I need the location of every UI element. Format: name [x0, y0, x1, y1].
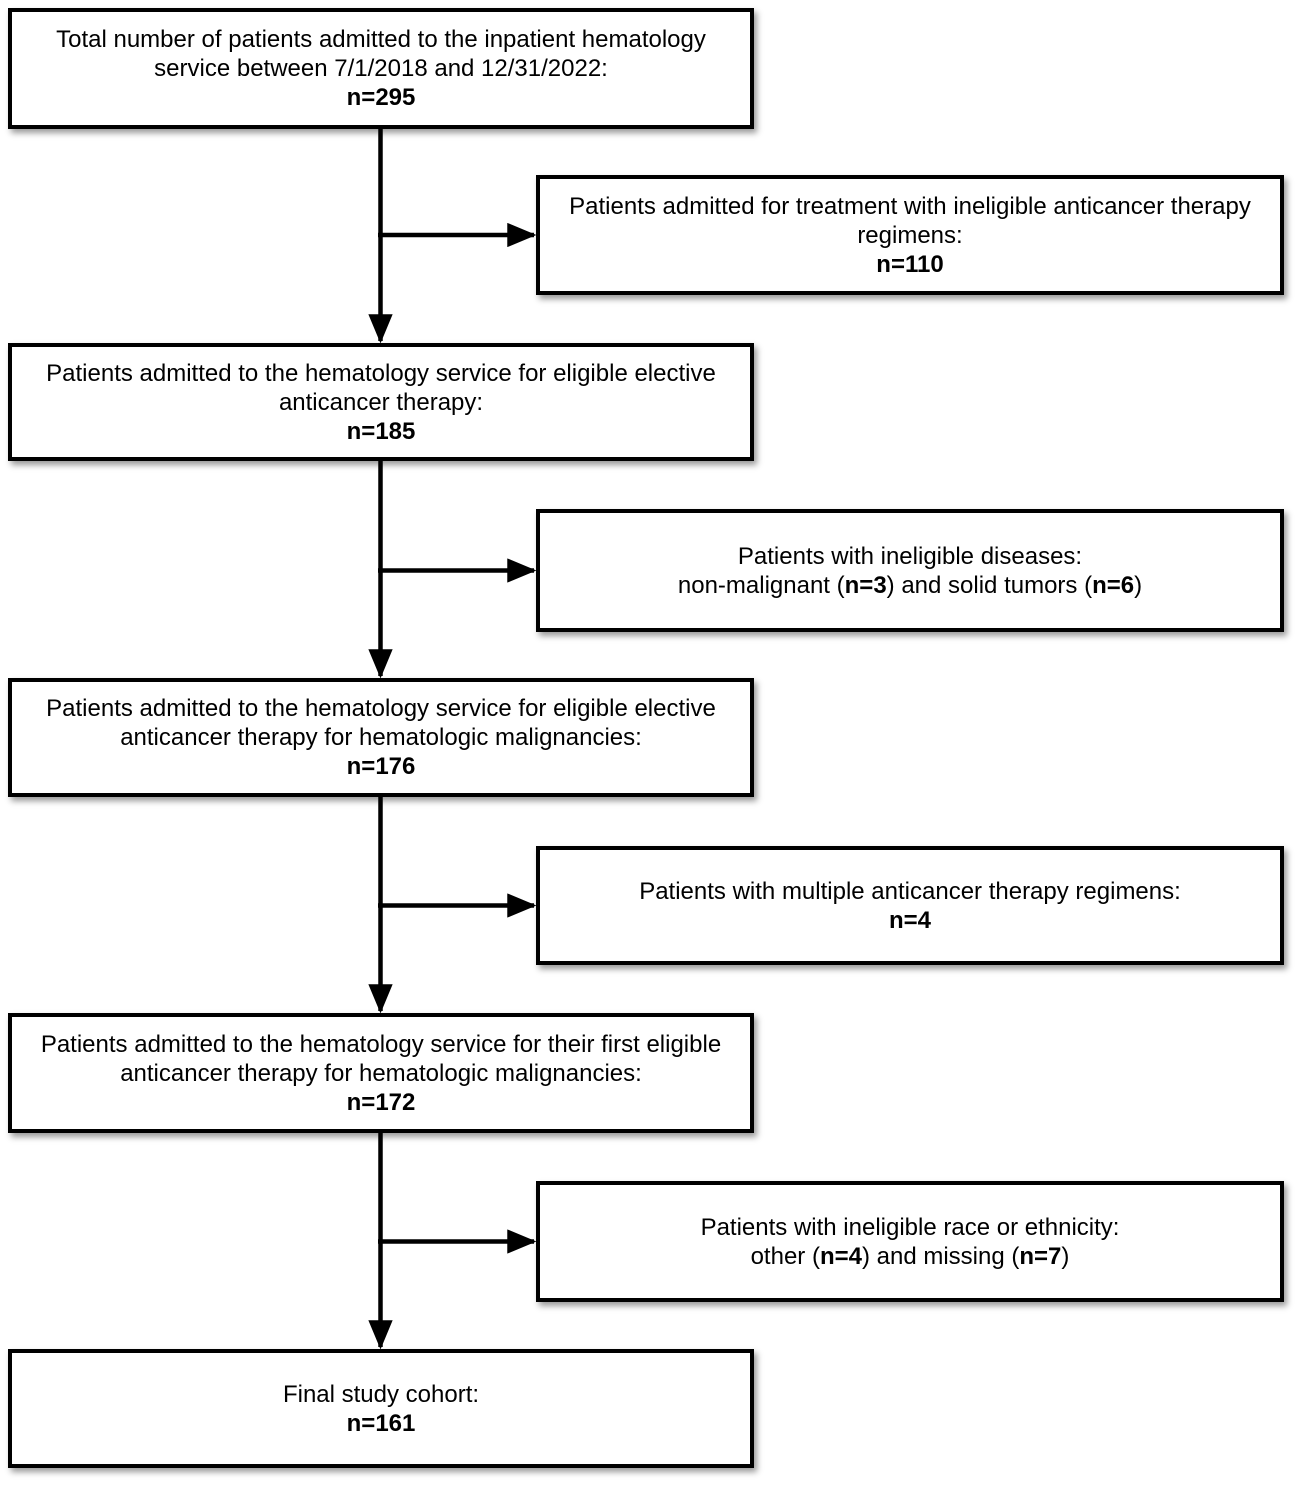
box-text: Patients admitted to the hematology serv…	[40, 1030, 722, 1087]
box-excluded-ineligible-diseases: Patients with ineligible diseases: non-m…	[536, 509, 1284, 632]
box-eligible-hematologic-malignancies: Patients admitted to the hematology serv…	[8, 678, 754, 797]
box-text: Patients with multiple anticancer therap…	[639, 877, 1181, 905]
box-first-eligible-therapy: Patients admitted to the hematology serv…	[8, 1013, 754, 1133]
text-run: )	[1134, 571, 1143, 599]
count-run: n=6	[1092, 571, 1135, 599]
box-final-study-cohort: Final study cohort: n=161	[8, 1349, 754, 1468]
box-count: n=110	[876, 250, 944, 278]
box-total-patients-admitted: Total number of patients admitted to the…	[8, 8, 754, 129]
box-text-detail: non-malignant (n=3) and solid tumors (n=…	[678, 571, 1142, 600]
text-run: ) and missing (	[861, 1242, 1020, 1270]
box-count: n=176	[346, 753, 416, 780]
box-eligible-elective-therapy: Patients admitted to the hematology serv…	[8, 343, 754, 461]
box-text: Total number of patients admitted to the…	[56, 26, 706, 82]
box-text: Patients admitted for treatment with ine…	[569, 192, 1251, 249]
box-excluded-race-ethnicity: Patients with ineligible race or ethnici…	[536, 1181, 1284, 1302]
text-run: non-malignant (	[677, 571, 845, 599]
box-text: Patients with ineligible diseases:	[737, 542, 1083, 570]
text-run: other (	[750, 1242, 820, 1270]
box-excluded-multiple-regimens: Patients with multiple anticancer therap…	[536, 846, 1284, 965]
box-count: n=185	[346, 417, 416, 445]
box-text: Patients admitted to the hematology serv…	[46, 695, 716, 751]
box-count: n=295	[346, 84, 416, 111]
count-run: n=4	[819, 1242, 862, 1270]
box-text: Patients with ineligible race or ethnici…	[700, 1213, 1120, 1241]
box-text: Patients admitted to the hematology serv…	[46, 359, 716, 416]
box-count: n=161	[346, 1409, 416, 1437]
box-excluded-ineligible-regimens: Patients admitted for treatment with ine…	[536, 175, 1284, 295]
box-count: n=4	[888, 906, 932, 934]
text-run: )	[1061, 1242, 1070, 1270]
text-run: ) and solid tumors (	[886, 571, 1093, 599]
box-text: Final study cohort:	[282, 1380, 480, 1408]
box-count: n=172	[346, 1088, 416, 1116]
count-run: n=3	[844, 571, 887, 599]
count-run: n=7	[1019, 1242, 1062, 1270]
box-text-detail: other (n=4) and missing (n=7)	[751, 1242, 1070, 1271]
